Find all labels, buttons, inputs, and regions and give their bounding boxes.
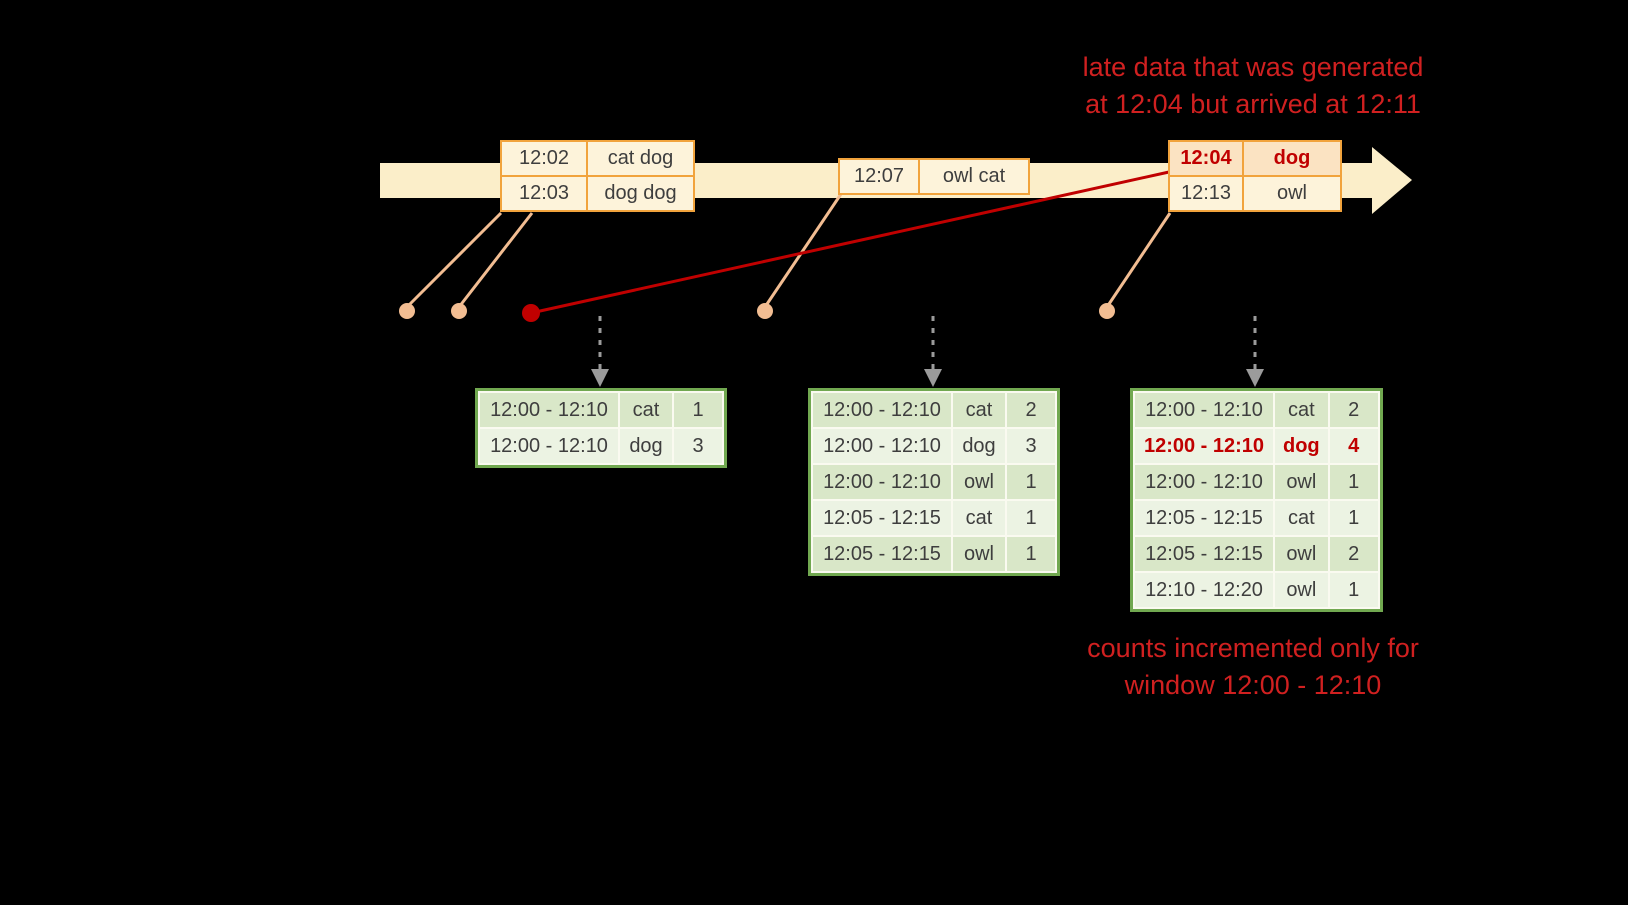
window-cell: 12:10 - 12:20 [1135, 573, 1273, 607]
event-time-cell: 12:04 [1168, 140, 1244, 177]
word-cell: dog [1275, 429, 1328, 463]
window-cell: 12:00 - 12:10 [813, 393, 951, 427]
connector-line-12-07 [763, 193, 843, 308]
event-dot-12-07 [757, 303, 773, 319]
result-row: 12:00 - 12:10 cat 2 [1135, 393, 1378, 427]
count-cell: 1 [1007, 537, 1055, 571]
word-cell: cat [953, 501, 1005, 535]
event-table-1: 12:02 cat dog 12:03 dog dog [500, 140, 695, 212]
word-cell: owl [1275, 537, 1328, 571]
counts-annotation-line2: window 12:00 - 12:10 [1124, 670, 1382, 700]
window-cell: 12:05 - 12:15 [813, 501, 951, 535]
word-cell: cat [1275, 501, 1328, 535]
count-cell: 1 [1007, 501, 1055, 535]
window-cell: 12:05 - 12:15 [813, 537, 951, 571]
late-event-row: 12:04 dog [1168, 140, 1342, 177]
event-time-cell: 12:03 [500, 175, 588, 212]
event-dot-12-02 [399, 303, 415, 319]
event-row: 12:02 cat dog [500, 140, 695, 177]
result-row: 12:00 - 12:10 dog 3 [480, 429, 722, 463]
word-cell: cat [1275, 393, 1328, 427]
word-cell: owl [1275, 573, 1328, 607]
word-cell: cat [620, 393, 672, 427]
result-table-2: 12:00 - 12:10 cat 2 12:00 - 12:10 dog 3 … [808, 388, 1060, 576]
event-dot-12-13 [1099, 303, 1115, 319]
late-data-annotation: late data that was generated at 12:04 bu… [1016, 49, 1490, 123]
window-cell: 12:00 - 12:10 [480, 393, 618, 427]
trigger-arrowhead-icon-1 [591, 369, 609, 387]
window-cell: 12:05 - 12:15 [1135, 537, 1273, 571]
count-cell: 1 [674, 393, 722, 427]
late-data-annotation-line1: late data that was generated [1082, 52, 1424, 82]
window-cell: 12:00 - 12:10 [813, 465, 951, 499]
count-cell: 2 [1329, 537, 1378, 571]
result-row: 12:00 - 12:10 cat 1 [480, 393, 722, 427]
count-cell: 2 [1329, 393, 1378, 427]
event-table-3: 12:04 dog 12:13 owl [1168, 140, 1342, 212]
word-cell: owl [1275, 465, 1328, 499]
event-dot-12-03 [451, 303, 467, 319]
word-cell: owl [953, 465, 1005, 499]
late-data-annotation-line2: at 12:04 but arrived at 12:11 [1085, 89, 1421, 119]
word-cell: dog [620, 429, 672, 463]
late-updated-result-row: 12:00 - 12:10 dog 4 [1135, 429, 1378, 463]
window-cell: 12:00 - 12:10 [813, 429, 951, 463]
result-table-1: 12:00 - 12:10 cat 1 12:00 - 12:10 dog 3 [475, 388, 727, 468]
event-row: 12:03 dog dog [500, 175, 695, 212]
counts-annotation-line1: counts incremented only for [1087, 633, 1419, 663]
late-event-dot-12-04 [522, 304, 540, 322]
count-cell: 4 [1329, 429, 1378, 463]
window-cell: 12:00 - 12:10 [1135, 429, 1273, 463]
result-row: 12:05 - 12:15 cat 1 [1135, 501, 1378, 535]
result-row: 12:05 - 12:15 owl 1 [813, 537, 1055, 571]
event-words-cell: owl [1242, 175, 1342, 212]
event-words-cell: owl cat [918, 158, 1030, 195]
window-cell: 12:00 - 12:10 [1135, 465, 1273, 499]
result-table-3: 12:00 - 12:10 cat 2 12:00 - 12:10 dog 4 … [1130, 388, 1383, 612]
event-row: 12:07 owl cat [838, 158, 1030, 195]
count-cell: 1 [1329, 573, 1378, 607]
result-row: 12:05 - 12:15 owl 2 [1135, 537, 1378, 571]
late-data-line [530, 170, 1170, 315]
connector-line-12-03 [457, 212, 534, 308]
trigger-arrowhead-icon-2 [924, 369, 942, 387]
trigger-arrowhead-icon-3 [1246, 369, 1264, 387]
result-row: 12:00 - 12:10 owl 1 [813, 465, 1055, 499]
word-cell: dog [953, 429, 1005, 463]
word-cell: owl [953, 537, 1005, 571]
event-words-cell: cat dog [586, 140, 695, 177]
timeline-arrowhead-icon [1372, 147, 1412, 214]
event-time-cell: 12:02 [500, 140, 588, 177]
result-row: 12:05 - 12:15 cat 1 [813, 501, 1055, 535]
event-row: 12:13 owl [1168, 175, 1342, 212]
count-cell: 1 [1007, 465, 1055, 499]
event-time-cell: 12:13 [1168, 175, 1244, 212]
count-cell: 1 [1329, 465, 1378, 499]
window-cell: 12:05 - 12:15 [1135, 501, 1273, 535]
word-cell: cat [953, 393, 1005, 427]
counts-annotation: counts incremented only for window 12:00… [1016, 630, 1490, 704]
window-cell: 12:00 - 12:10 [1135, 393, 1273, 427]
result-row: 12:00 - 12:10 dog 3 [813, 429, 1055, 463]
event-words-cell: dog dog [586, 175, 695, 212]
result-row: 12:00 - 12:10 owl 1 [1135, 465, 1378, 499]
connector-line-12-02 [405, 211, 503, 309]
result-row: 12:10 - 12:20 owl 1 [1135, 573, 1378, 607]
count-cell: 3 [1007, 429, 1055, 463]
event-words-cell: dog [1242, 140, 1342, 177]
event-time-cell: 12:07 [838, 158, 920, 195]
result-row: 12:00 - 12:10 cat 2 [813, 393, 1055, 427]
count-cell: 3 [674, 429, 722, 463]
connector-line-12-13 [1105, 212, 1172, 308]
window-cell: 12:00 - 12:10 [480, 429, 618, 463]
count-cell: 1 [1329, 501, 1378, 535]
count-cell: 2 [1007, 393, 1055, 427]
event-table-2: 12:07 owl cat [838, 158, 1030, 195]
